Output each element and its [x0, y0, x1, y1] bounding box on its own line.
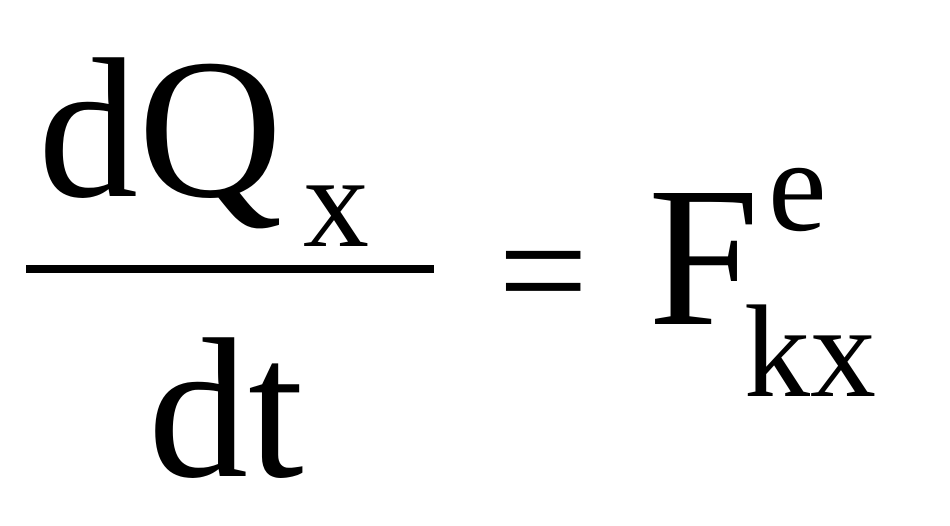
numerator-dQ: dQ — [38, 19, 283, 240]
equals-sign: = — [498, 181, 589, 359]
numerator-subscript-x: x — [303, 128, 369, 275]
fraction-bar — [26, 265, 434, 273]
rhs-subscript-kx: kx — [744, 278, 876, 425]
rhs-F: F — [648, 147, 760, 368]
denominator-dt: dt — [148, 299, 304, 520]
rhs-superscript-e: e — [768, 112, 827, 259]
